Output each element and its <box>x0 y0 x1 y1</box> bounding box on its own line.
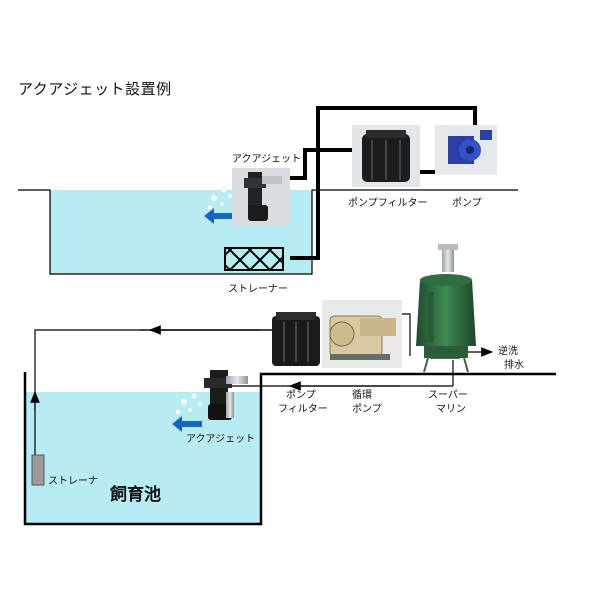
supermarine-photo <box>416 244 476 373</box>
top-aquajet-photo <box>232 168 290 226</box>
top-pump-filter-label: ポンプフィルター <box>348 197 428 209</box>
supermarine-label-1: スーパー <box>428 389 468 401</box>
flow-arrow-icon <box>172 416 202 432</box>
bottom-pump-filter-photo <box>272 312 320 366</box>
bottom-pump-filter-label-1: ポンプ <box>286 389 316 401</box>
bottom-strainer-label: ストレーナ <box>48 475 98 487</box>
bottom-aquajet-label: アクアジェット <box>186 433 255 445</box>
top-pump-photo <box>435 125 497 175</box>
top-strainer <box>224 247 284 271</box>
tank-label: 飼育池 <box>109 484 161 505</box>
top-pump-filter-photo <box>352 125 420 187</box>
top-aquajet-label: アクアジェット <box>232 153 301 165</box>
page-title: アクアジェット設置例 <box>18 80 172 98</box>
backwash-label-1: 逆洗 <box>498 344 518 357</box>
circ-pump-label-2: ポンプ <box>352 403 382 415</box>
supermarine-label-2: マリン <box>436 404 466 415</box>
backwash-label-2: 排水 <box>504 358 524 371</box>
bottom-pump-filter-label-2: フィルター <box>278 403 328 415</box>
bottom-strainer <box>31 454 45 486</box>
circulation-pump-photo <box>322 300 402 368</box>
bubbles-icon <box>175 393 203 415</box>
circ-pump-label-1: 循環 <box>352 388 372 401</box>
flow-arrow-icon <box>204 208 232 224</box>
top-pump-label: ポンプ <box>452 197 482 209</box>
top-strainer-label: ストレーナー <box>228 283 288 295</box>
bottom-aquajet-photo <box>204 370 248 420</box>
bubbles-icon <box>207 187 233 211</box>
